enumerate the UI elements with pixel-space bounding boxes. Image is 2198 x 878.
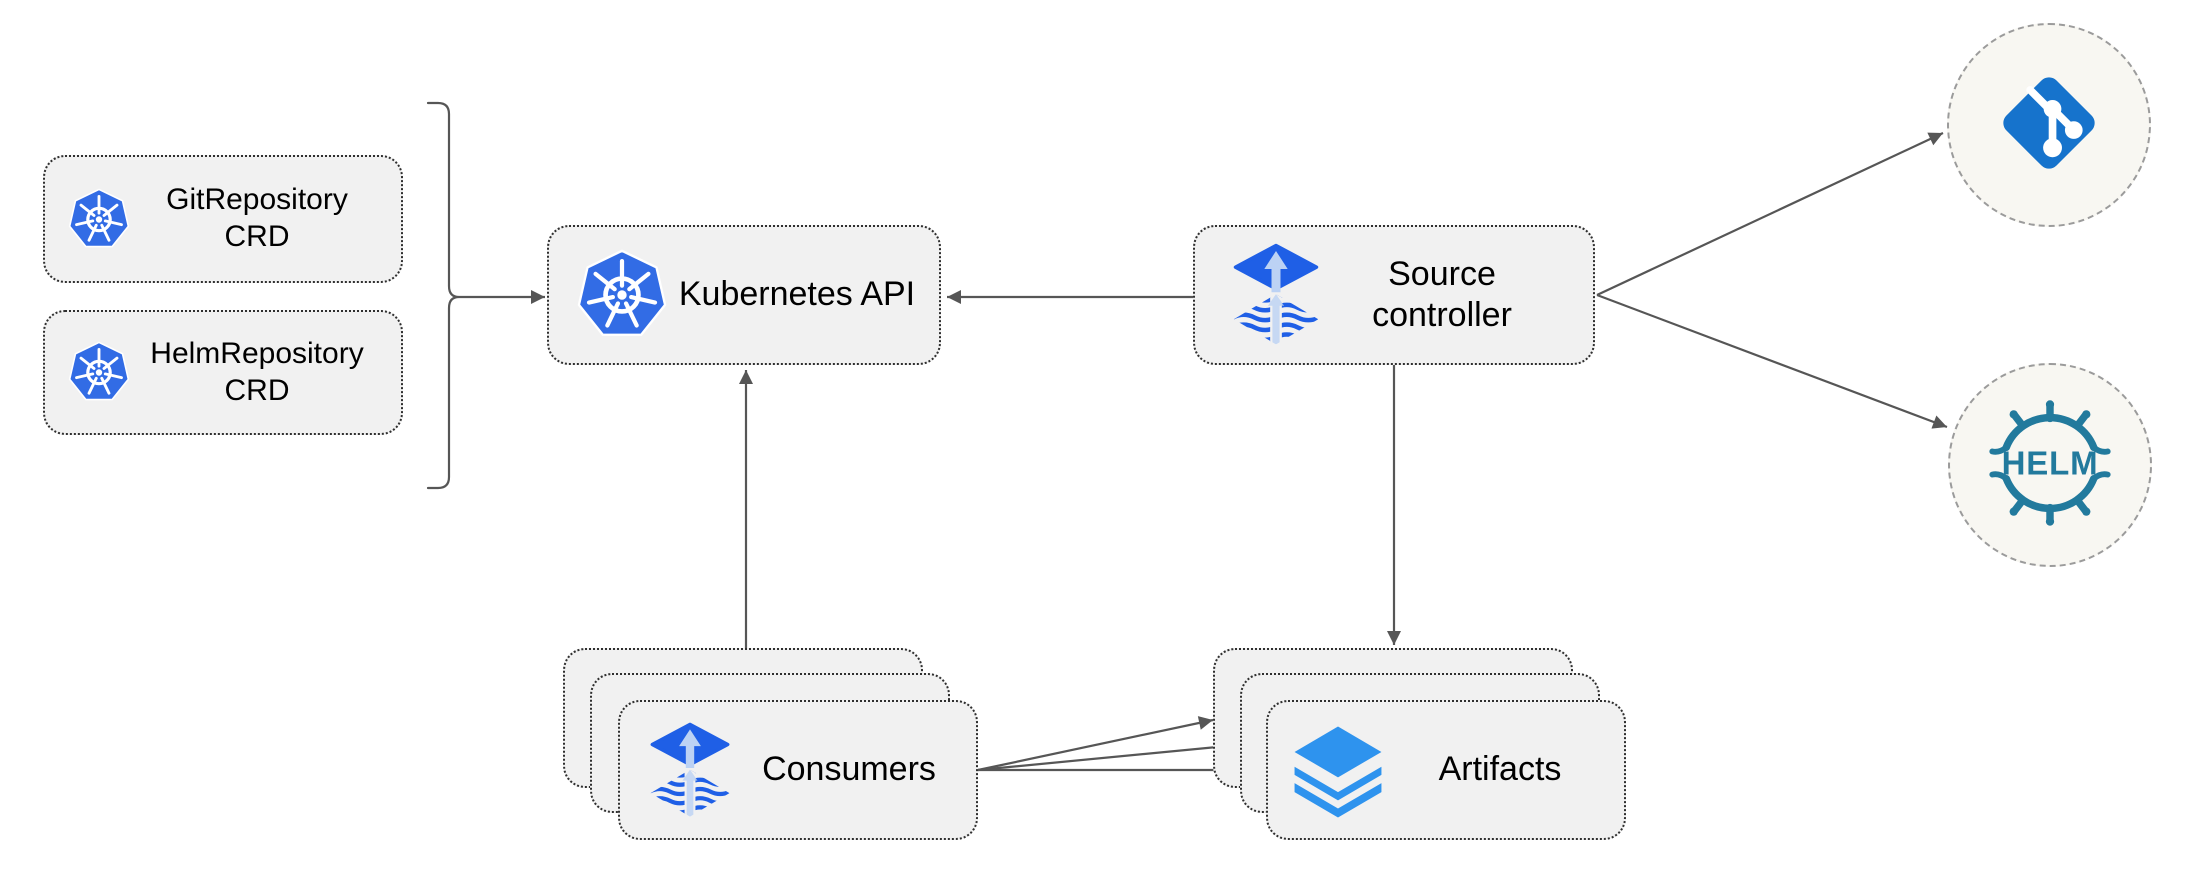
node-consumers: Consumers	[563, 648, 978, 842]
node-source-controller: Source controller	[1193, 225, 1595, 365]
node-git-remote	[1947, 23, 2151, 227]
node-label: GitRepository CRD	[166, 183, 348, 253]
node-gitrepository-crd: GitRepository CRD	[43, 155, 403, 283]
node-label: Artifacts	[1438, 750, 1562, 789]
consumers-front-card: Consumers	[618, 700, 978, 840]
flux-source-icon	[648, 721, 732, 820]
node-label: HelmRepository CRD	[150, 336, 364, 407]
arrow-consumers-to-artifacts-1	[977, 716, 1214, 772]
node-label: Consumers	[762, 750, 936, 789]
arrow-consumers-to-artifacts-2	[977, 739, 1239, 772]
helm-icon: HELM	[1984, 397, 2116, 534]
kubernetes-icon	[67, 186, 131, 253]
git-icon	[1990, 64, 2108, 187]
artifacts-front-card: Artifacts	[1266, 700, 1626, 840]
bracket-crds	[426, 101, 460, 490]
node-kubernetes-api: Kubernetes API	[547, 225, 941, 365]
kubernetes-icon	[575, 246, 669, 344]
node-helm-remote: HELM	[1948, 363, 2152, 567]
flux-source-icon	[1231, 242, 1321, 348]
arrow-source-controller-to-helm	[1596, 293, 1948, 429]
layers-icon	[1288, 720, 1388, 820]
node-label: Source controller	[1372, 254, 1512, 334]
node-helmrepository-crd: HelmRepository CRD	[43, 310, 403, 435]
kubernetes-icon	[67, 339, 131, 406]
helm-logo-text: HELM	[2002, 444, 2099, 481]
node-label: Kubernetes API	[678, 275, 916, 314]
arrow-source-controller-to-git	[1596, 132, 1944, 296]
node-artifacts: Artifacts	[1213, 648, 1626, 840]
